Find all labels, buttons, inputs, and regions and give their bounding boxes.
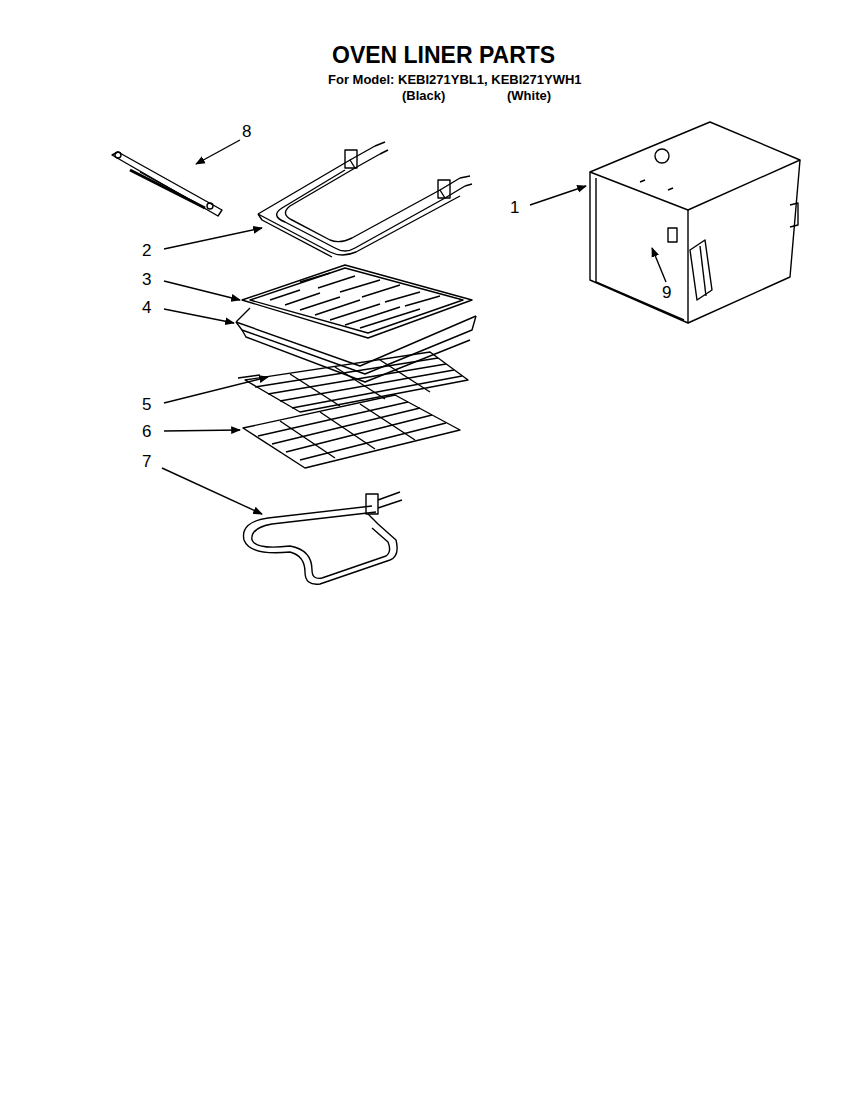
callout-number: 4 bbox=[142, 298, 151, 318]
callout-number: 2 bbox=[142, 241, 151, 261]
callout-number: 3 bbox=[142, 270, 151, 290]
callout-number: 6 bbox=[142, 422, 151, 442]
color-note: (Black) bbox=[402, 88, 445, 103]
callout-number: 9 bbox=[662, 283, 671, 303]
broil-element bbox=[258, 142, 472, 257]
leader-line bbox=[162, 140, 666, 514]
callout-number: 7 bbox=[142, 452, 151, 472]
model-line: For Model: KEBI271YBL1, KEBI271YWH1 bbox=[328, 72, 582, 87]
oven-liner bbox=[590, 122, 800, 323]
page-title: OVEN LINER PARTS bbox=[332, 42, 555, 69]
callout-number: 5 bbox=[142, 395, 151, 415]
callout-number: 1 bbox=[510, 198, 519, 218]
color-note: (White) bbox=[507, 88, 551, 103]
oven-rack bbox=[238, 352, 468, 412]
bake-element bbox=[244, 492, 403, 584]
bracket bbox=[112, 152, 222, 216]
oven-rack bbox=[243, 395, 460, 468]
callout-number: 8 bbox=[242, 122, 251, 142]
broiler-grid bbox=[242, 265, 472, 338]
